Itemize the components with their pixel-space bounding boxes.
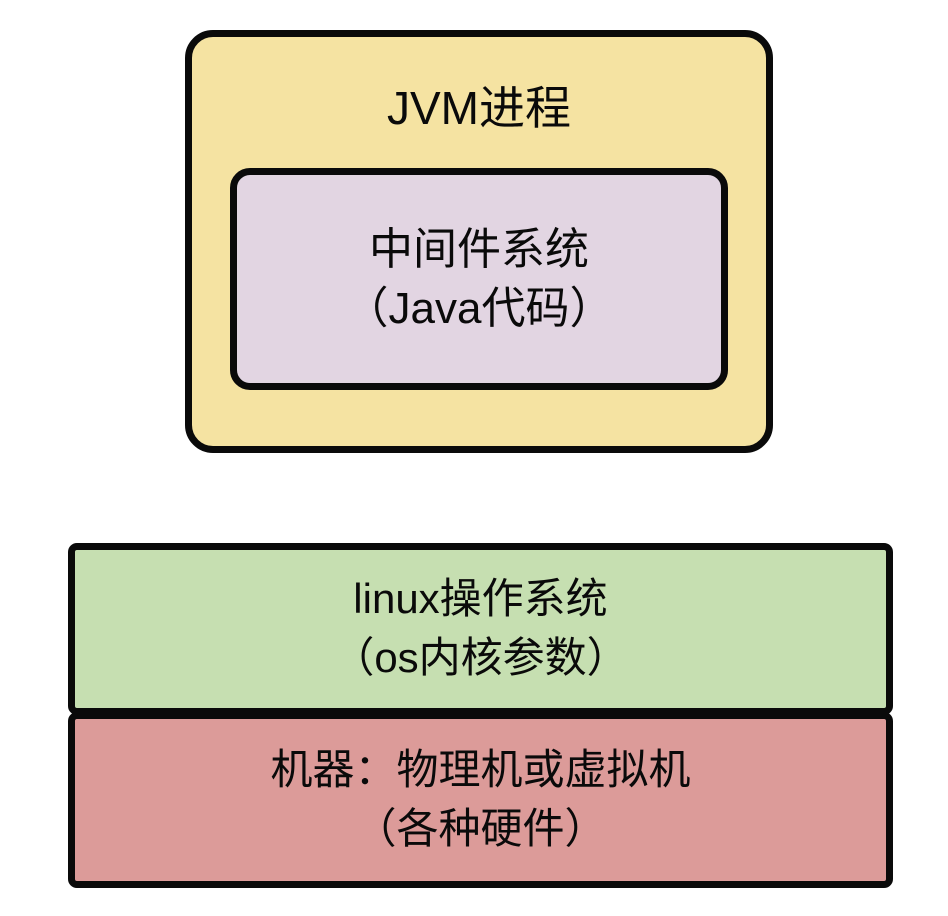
machine-label-line2: （各种硬件）	[354, 805, 607, 852]
machine-box: 机器：物理机或虚拟机 （各种硬件）	[68, 712, 893, 888]
middleware-system-label-line2: （Java代码）	[344, 284, 614, 333]
linux-os-box: linux操作系统 （os内核参数）	[68, 543, 893, 715]
middleware-system-box: 中间件系统 （Java代码）	[230, 168, 728, 390]
linux-os-label-line2: （os内核参数）	[332, 634, 629, 681]
jvm-process-label: JVM进程	[387, 82, 571, 134]
linux-os-label-line1: linux操作系统	[353, 575, 608, 623]
middleware-system-label-line1: 中间件系统	[369, 224, 589, 274]
machine-label-line1: 机器：物理机或虚拟机	[270, 746, 691, 794]
